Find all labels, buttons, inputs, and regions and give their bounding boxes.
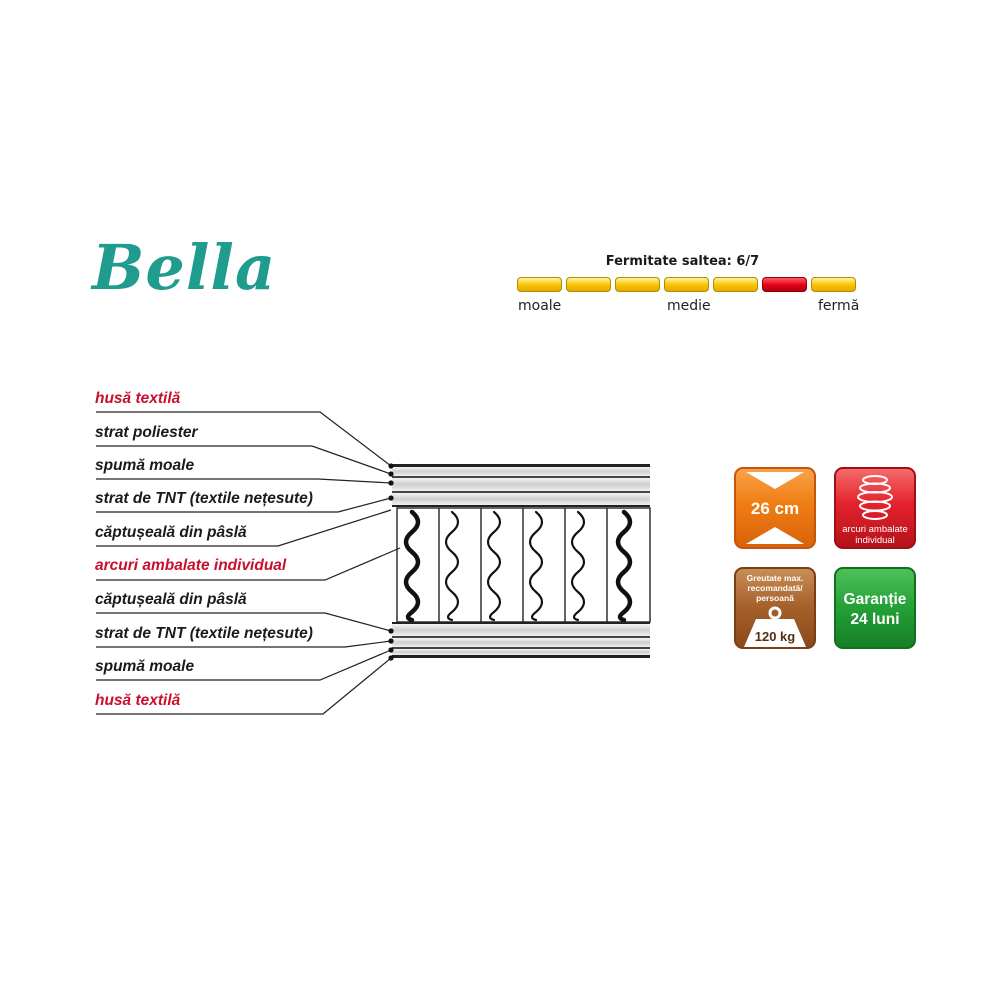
badge-height-text: 26 cm — [750, 499, 800, 518]
firmness-title: Fermitate saltea: 6/7 — [605, 254, 760, 269]
firmness-segment-5 — [713, 277, 758, 292]
spring-coil-icon — [857, 475, 893, 520]
spring-coil-icon — [615, 509, 633, 623]
badge-warranty: Garanție 24 luni — [834, 567, 916, 649]
layer-label-2: strat poliester — [95, 424, 198, 441]
spring-coil-icon — [570, 510, 586, 622]
badge-springs-line1: arcuri ambalate — [842, 524, 908, 535]
firmness-segment-1 — [517, 277, 562, 292]
badge-weight-line3: persoană — [756, 593, 794, 603]
badge-weight-value: 120 kg — [754, 629, 796, 644]
badge-weight: Greutate max. recomandată/ persoană 120 … — [734, 567, 816, 649]
layer-label-5: căptușeală din pâslă — [95, 524, 247, 541]
spring-coil-icon — [486, 510, 502, 622]
badge-warranty-line1: Garanție — [843, 591, 907, 608]
firmness-label-soft: moale — [518, 298, 562, 314]
firmness-scale — [517, 277, 856, 292]
top-layers — [392, 464, 650, 507]
layer-label-8: strat de TNT (textile nețesute) — [95, 625, 313, 642]
firmness-segment-4 — [664, 277, 709, 292]
spring-coil-icon — [444, 510, 460, 622]
badge-springs: arcuri ambalate individual — [834, 467, 916, 549]
spring-chambers — [396, 507, 651, 623]
layer-label-6: arcuri ambalate individual — [95, 557, 287, 574]
layer-label-1: husă textilă — [95, 390, 181, 407]
firmness-segment-7 — [811, 277, 856, 292]
connector-dots — [388, 463, 394, 661]
spring-coil-icon — [403, 509, 421, 623]
springs — [403, 509, 633, 623]
badge-warranty-line2: 24 luni — [850, 611, 900, 628]
firmness-label-firm: fermă — [818, 298, 860, 314]
firmness-segment-6 — [762, 277, 807, 292]
layer-label-3: spumă moale — [95, 457, 195, 474]
badge-weight-line2: recomandată/ — [747, 583, 803, 593]
badge-weight-line1: Greutate max. — [746, 573, 804, 583]
firmness-segment-2 — [566, 277, 611, 292]
badge-height: 26 cm — [734, 467, 816, 549]
leader-lines — [96, 411, 401, 715]
brand-title: Bella — [92, 231, 277, 304]
layer-label-7: căptușeală din pâslă — [95, 591, 247, 608]
weight-icon — [744, 606, 806, 647]
bottom-layers — [392, 622, 650, 658]
height-arrows-icon — [746, 472, 804, 544]
layer-label-4: strat de TNT (textile nețesute) — [95, 490, 313, 507]
layer-label-9: spumă moale — [95, 658, 195, 675]
spring-coil-icon — [528, 510, 544, 622]
layer-label-10: husă textilă — [95, 692, 181, 709]
firmness-label-medium: medie — [667, 298, 711, 314]
firmness-segment-3 — [615, 277, 660, 292]
badge-springs-line2: individual — [855, 535, 895, 546]
